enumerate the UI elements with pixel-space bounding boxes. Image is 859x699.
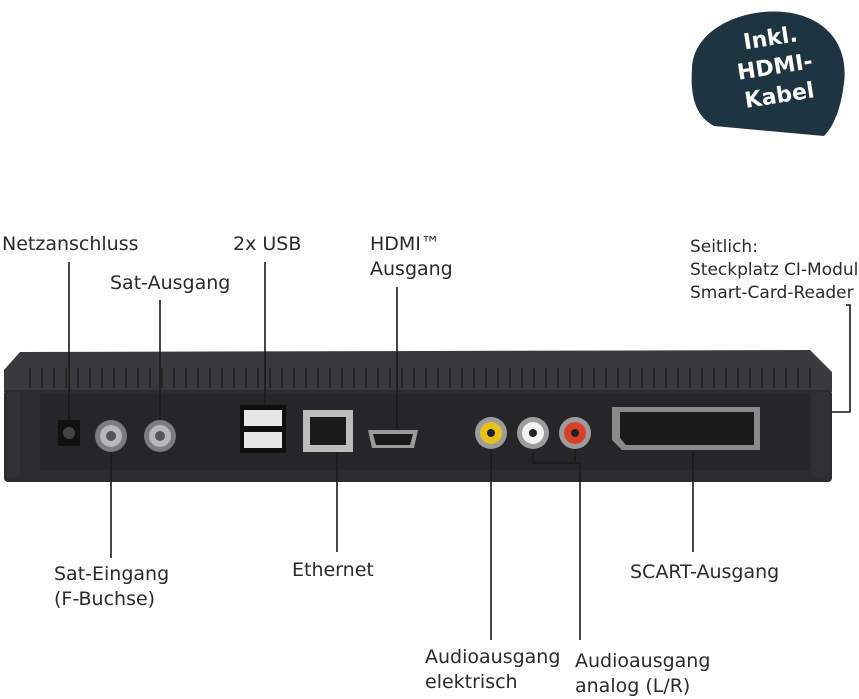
label-audio-analog-line-2: analog (L/R) [575,675,691,697]
ethernet-port [303,410,353,452]
label-sat-eingang-line-2: (F-Buchse) [54,588,156,610]
label-sat-eingang-line-1: Sat-Eingang [54,563,170,585]
label-audio-elektrisch: Audioausgang elektrisch [425,645,560,695]
label-seitlich-line-1: Seitlich: [690,237,758,257]
label-audio-analog-line-1: Audioausgang [575,650,711,672]
scart-port [612,407,760,450]
label-audio-elektrisch-line-2: elektrisch [425,671,518,693]
label-scart: SCART-Ausgang [630,561,780,583]
label-sat-ausgang: Sat-Ausgang [110,272,231,294]
label-hdmi: HDMI™ Ausgang [370,232,453,282]
label-seitlich-line-2: Steckplatz CI-Modul [690,260,859,280]
rca-right [559,417,591,449]
hdmi-port [368,430,418,448]
label-seitlich-line-3: Smart-Card-Reader [690,283,854,303]
rca-left [517,417,549,449]
label-audio-elektrisch-line-1: Audioausgang [425,646,561,668]
label-seitlich: Seitlich: Steckplatz CI-Modul Smart-Card… [690,236,858,305]
label-usb: 2x USB [233,233,302,255]
device-top-rim [4,350,832,392]
hdmi-cable-badge [691,11,845,136]
badge-shape [691,11,845,136]
vent-slots [29,368,811,388]
label-hdmi-line-1: HDMI™ [370,233,440,255]
label-ethernet: Ethernet [292,559,374,581]
power-jack [58,420,80,446]
label-hdmi-line-2: Ausgang [370,258,453,280]
label-netzanschluss: Netzanschluss [2,233,139,255]
sat-input-connector [95,420,127,452]
usb-ports [240,405,286,453]
callout-lines [68,262,851,640]
rca-spdif [475,417,507,449]
label-audio-analog: Audioausgang analog (L/R) [575,649,710,699]
label-sat-eingang: Sat-Eingang (F-Buchse) [54,562,169,612]
sat-output-connector [144,420,176,452]
